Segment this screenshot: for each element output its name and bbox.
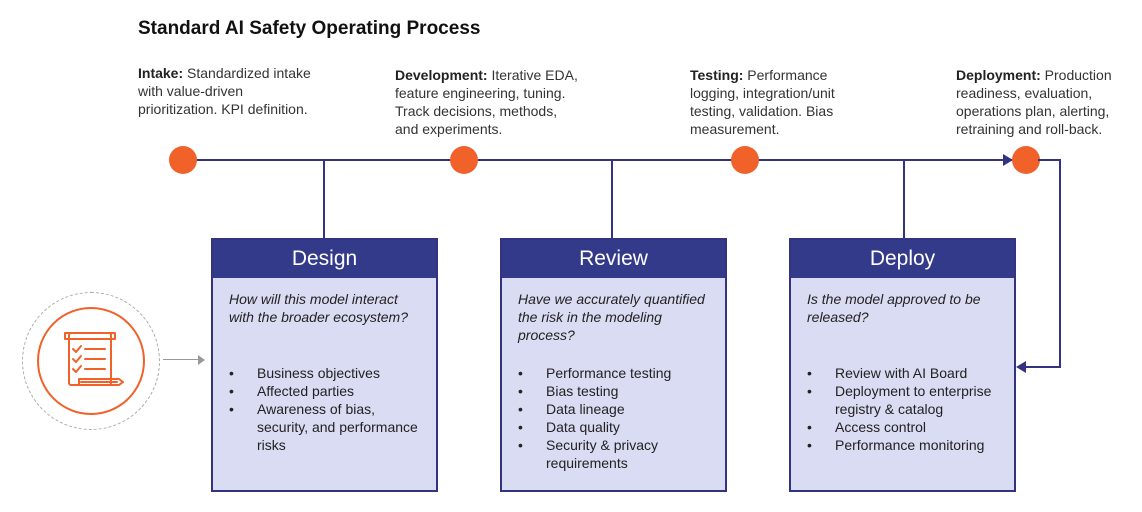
list-item: Awareness of bias, security, and perform…: [229, 400, 428, 454]
box-deploy: Deploy Is the model approved to be relea…: [789, 238, 1016, 492]
timeline-arrowhead: [1003, 154, 1013, 166]
connector-design: [323, 160, 325, 239]
list-item: Data lineage: [518, 400, 717, 418]
box-deploy-question: Is the model approved to be released?: [807, 291, 981, 325]
list-item: Access control: [807, 418, 1006, 436]
box-review-title: Review: [502, 240, 725, 278]
box-review: Review Have we accurately quantified the…: [500, 238, 727, 492]
icon-dashed-ring: [22, 292, 160, 430]
box-review-question: Have we accurately quantified the risk i…: [518, 291, 705, 343]
icon-arrow-line: [163, 359, 201, 360]
timeline-line: [182, 159, 1012, 161]
stage-deployment: Deployment: Production readiness, evalua…: [956, 67, 1112, 137]
stage-dot-testing: [731, 146, 759, 174]
list-item: Data quality: [518, 418, 717, 436]
connector-deploy: [903, 160, 905, 239]
return-line-top: [1038, 159, 1061, 161]
stage-intake: Intake: Standardized intake with value-d…: [138, 65, 311, 117]
return-line-vertical: [1059, 159, 1061, 368]
connector-review: [611, 160, 613, 239]
list-item: Deployment to enterprise registry & cata…: [807, 382, 1006, 418]
box-deploy-title: Deploy: [791, 240, 1014, 278]
page-title: Standard AI Safety Operating Process: [138, 18, 481, 39]
icon-arrow-head: [198, 355, 205, 365]
checklist-document-icon: [64, 332, 124, 386]
list-item: Security & privacy requirements: [518, 436, 717, 472]
icon-circle: [37, 307, 145, 415]
list-item: Bias testing: [518, 382, 717, 400]
box-design-title: Design: [213, 240, 436, 278]
box-design-list: Business objectives Affected parties Awa…: [229, 364, 428, 454]
return-arrowhead: [1016, 361, 1026, 373]
stage-testing: Testing: Performance logging, integratio…: [690, 67, 835, 137]
stage-dot-development: [450, 146, 478, 174]
list-item: Performance monitoring: [807, 436, 1006, 454]
return-line-horizontal: [1026, 366, 1061, 368]
list-item: Review with AI Board: [807, 364, 1006, 382]
stage-dot-deployment: [1012, 146, 1040, 174]
box-design-question: How will this model interact with the br…: [229, 291, 408, 325]
list-item: Business objectives: [229, 364, 428, 382]
stage-dot-intake: [169, 146, 197, 174]
box-design: Design How will this model interact with…: [211, 238, 438, 492]
list-item: Affected parties: [229, 382, 428, 400]
stage-development: Development: Iterative EDA, feature engi…: [395, 67, 578, 137]
list-item: Performance testing: [518, 364, 717, 382]
box-review-list: Performance testing Bias testing Data li…: [518, 364, 717, 472]
box-deploy-list: Review with AI Board Deployment to enter…: [807, 364, 1006, 454]
